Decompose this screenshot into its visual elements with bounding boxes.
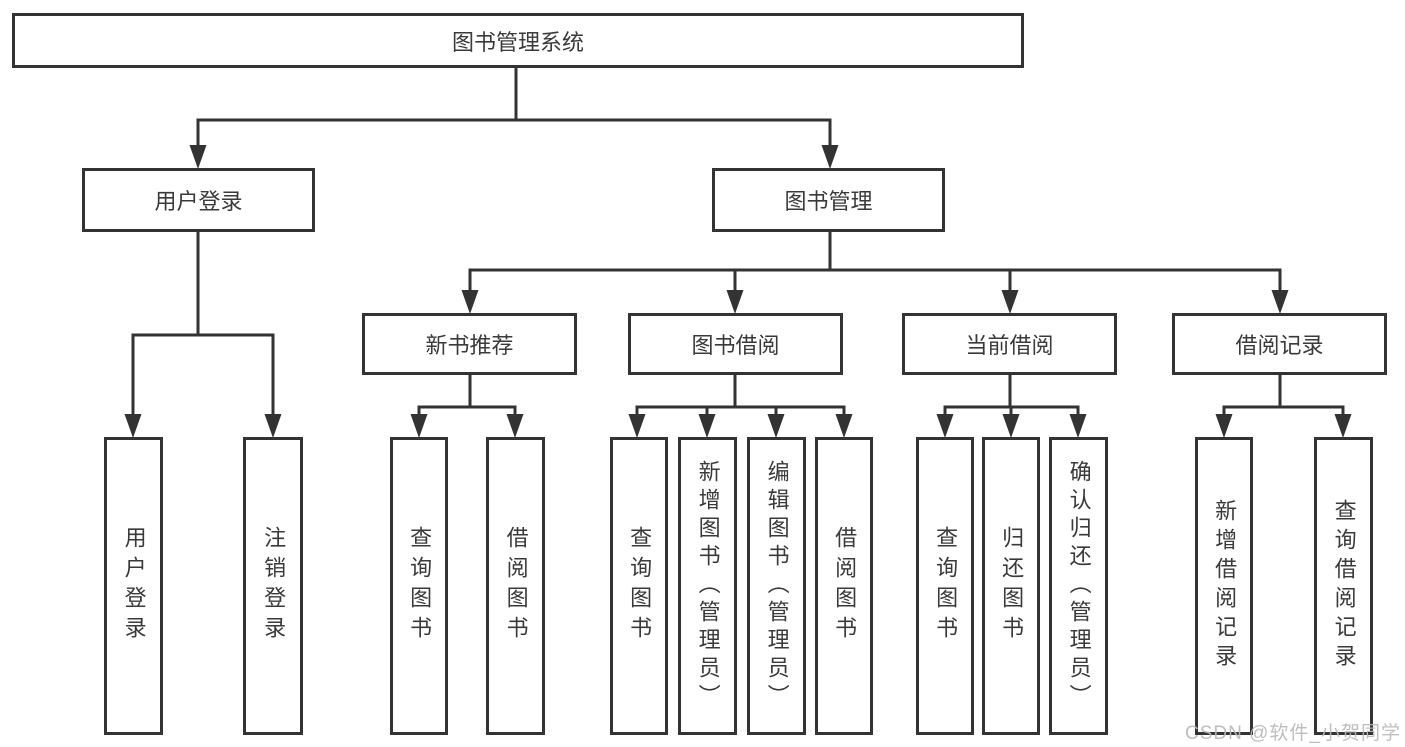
leaf-user-login: 用户登录 bbox=[104, 437, 163, 735]
node-borrowing-records: 借阅记录 bbox=[1172, 313, 1387, 375]
node-new-book-recommendation: 新书推荐 bbox=[362, 313, 577, 375]
leaf-borrow-books-recommend: 借阅图书 bbox=[486, 437, 545, 735]
leaf-query-books-borrowing: 查询图书 bbox=[610, 437, 668, 735]
node-user-login-module: 用户登录 bbox=[82, 168, 315, 232]
leaf-query-books-current: 查询图书 bbox=[916, 437, 974, 735]
node-book-borrowing: 图书借阅 bbox=[628, 313, 843, 375]
leaf-query-borrow-record: 查询借阅记录 bbox=[1314, 437, 1373, 735]
csdn-watermark: CSDN @软件_小贺同学 bbox=[1185, 723, 1401, 744]
leaf-query-books-recommend: 查询图书 bbox=[390, 437, 448, 735]
leaf-confirm-return-admin: 确认归还（管理员） bbox=[1049, 437, 1108, 735]
node-library-management-system: 图书管理系统 bbox=[12, 13, 1024, 68]
leaf-add-books-admin: 新增图书（管理员） bbox=[678, 437, 737, 735]
arrowheads bbox=[124, 145, 1352, 438]
node-book-management-module: 图书管理 bbox=[712, 168, 945, 232]
leaf-borrow-books: 借阅图书 bbox=[815, 437, 873, 735]
leaf-return-books: 归还图书 bbox=[982, 437, 1040, 735]
node-current-borrowing: 当前借阅 bbox=[902, 313, 1117, 375]
leaf-add-borrow-record: 新增借阅记录 bbox=[1195, 437, 1253, 735]
leaf-edit-books-admin: 编辑图书（管理员） bbox=[747, 437, 806, 735]
leaf-logout: 注销登录 bbox=[243, 437, 303, 735]
